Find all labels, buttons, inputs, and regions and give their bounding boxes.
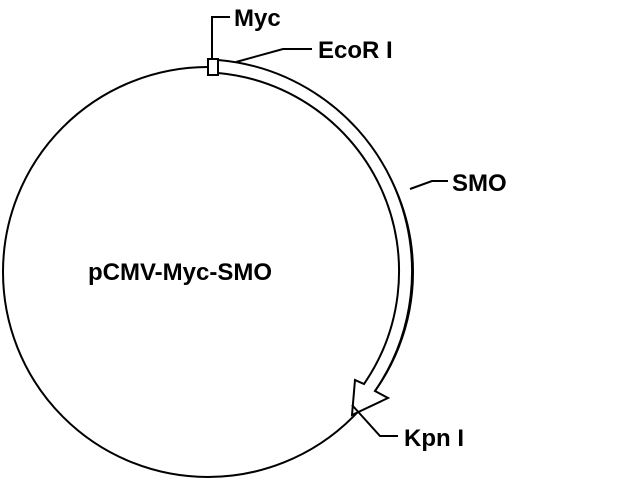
- myc-label: Myc: [234, 5, 281, 32]
- kpni-label: Kpn I: [404, 425, 464, 452]
- ecori-label: EcoR I: [318, 37, 393, 64]
- smo-leader-line: [409, 180, 448, 190]
- myc-tag-box: [207, 58, 219, 76]
- plasmid-name: pCMV-Myc-SMO: [88, 259, 272, 286]
- kpni-leader-line: [351, 404, 398, 437]
- ecori-leader-line: [235, 48, 312, 63]
- smo-insert-arrow: [217, 58, 414, 417]
- myc-leader-line: [211, 16, 230, 59]
- smo-label: SMO: [452, 170, 507, 197]
